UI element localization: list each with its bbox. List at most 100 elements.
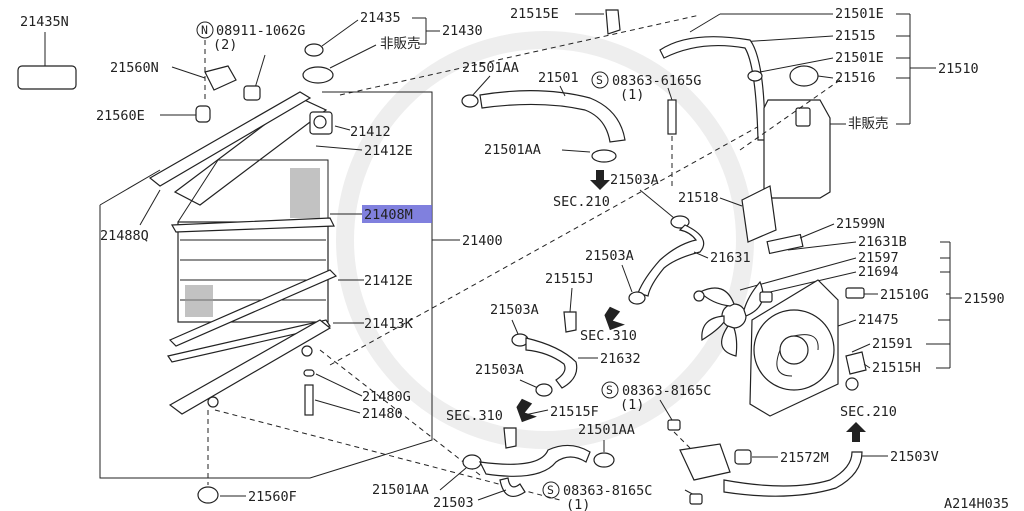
part-clamp-21501aa-c[interactable] [593, 452, 615, 468]
part-21572m-pipe[interactable] [679, 443, 731, 481]
label-21501e-top[interactable]: 21501E [835, 6, 884, 22]
label-21632[interactable]: 21632 [600, 351, 641, 367]
part-08363-6165g-bolt[interactable] [667, 99, 677, 135]
label-08363-8165c-b[interactable]: 08363-8165C [563, 483, 652, 499]
part-21515e-clip[interactable] [605, 9, 621, 35]
label-21515f[interactable]: 21515F [550, 404, 599, 420]
part-21413k-seal[interactable] [167, 319, 331, 363]
part-21560f-mount[interactable] [197, 486, 219, 504]
part-clamp-21501aa-a[interactable] [461, 94, 479, 108]
label-21560n[interactable]: 21560N [110, 60, 159, 76]
part-clamp-21503a-d[interactable] [535, 383, 553, 397]
label-21591[interactable]: 21591 [872, 336, 913, 352]
part-08363-8165c-bolt-a[interactable] [667, 419, 681, 431]
label-21408m[interactable]: 21408M [364, 207, 413, 223]
part-21488q-seal[interactable] [148, 91, 312, 187]
part-fan-motor-21591[interactable] [779, 335, 809, 365]
part-21515f-clip[interactable] [503, 427, 517, 449]
label-21475[interactable]: 21475 [858, 312, 899, 328]
part-08363-8165c-bolt-b[interactable] [689, 493, 703, 505]
label-21430[interactable]: 21430 [442, 23, 483, 39]
label-21572m[interactable]: 21572M [780, 450, 829, 466]
label-21412e-bottom[interactable]: 21412E [364, 273, 413, 289]
label-sec210-b[interactable]: SEC.210 [840, 404, 897, 420]
label-21694[interactable]: 21694 [858, 264, 899, 280]
label-21503a-d[interactable]: 21503A [475, 362, 524, 378]
part-radiator-cap[interactable] [302, 66, 334, 84]
part-08911-bolt[interactable] [243, 85, 261, 101]
label-21597[interactable]: 21597 [858, 250, 899, 266]
part-lower-tank[interactable] [168, 319, 332, 415]
part-reservoir-tank[interactable] [763, 99, 831, 199]
label-21590[interactable]: 21590 [964, 291, 1005, 307]
part-clamp-21501aa-b[interactable] [591, 149, 617, 163]
label-21503v[interactable]: 21503V [890, 449, 939, 465]
part-lower-hose-21503[interactable] [478, 444, 591, 477]
part-21560e-mount[interactable] [195, 105, 211, 123]
label-21413k[interactable]: 21413K [364, 316, 414, 332]
label-21560f[interactable]: 21560F [248, 489, 297, 505]
part-21599n-strip[interactable] [766, 233, 804, 255]
label-21503a-b[interactable]: 21503A [585, 248, 634, 264]
label-08911[interactable]: 08911-1062G [216, 23, 305, 39]
label-21631b[interactable]: 21631B [858, 234, 907, 250]
label-21480g[interactable]: 21480G [362, 389, 411, 405]
part-21408m-seal[interactable] [170, 217, 335, 233]
part-21694-nut[interactable] [759, 291, 773, 303]
svg-text:S: S [606, 383, 613, 397]
label-sec310-b[interactable]: SEC.310 [446, 408, 503, 424]
part-21435-seal[interactable] [304, 43, 324, 57]
label-21501aa-a[interactable]: 21501AA [462, 60, 519, 76]
label-21435n[interactable]: 21435N [20, 14, 69, 30]
part-21435n-plate[interactable] [17, 65, 77, 90]
label-21480[interactable]: 21480 [362, 406, 403, 422]
label-21510[interactable]: 21510 [938, 61, 979, 77]
label-21488q[interactable]: 21488Q [100, 228, 149, 244]
part-fan-21597[interactable] [721, 303, 747, 329]
label-21400[interactable]: 21400 [462, 233, 503, 249]
part-reservoir-cap-21516[interactable] [789, 65, 819, 87]
part-21560n-bracket[interactable] [204, 65, 237, 91]
label-21503a-c[interactable]: 21503A [490, 302, 539, 318]
label-21435[interactable]: 21435 [360, 10, 401, 26]
part-clamp-21501e[interactable] [747, 70, 763, 82]
label-21515h[interactable]: 21515H [872, 360, 921, 376]
label-21501aa-c[interactable]: 21501AA [578, 422, 635, 438]
label-21412[interactable]: 21412 [350, 124, 391, 140]
label-21515[interactable]: 21515 [835, 28, 876, 44]
label-21599n[interactable]: 21599N [836, 216, 885, 232]
part-hose-21631[interactable] [637, 224, 705, 297]
part-21480g-washer[interactable] [303, 369, 315, 377]
label-21503[interactable]: 21503 [433, 495, 474, 511]
part-reservoir-hose-21515[interactable] [659, 36, 766, 141]
label-21503a-a[interactable]: 21503A [610, 172, 659, 188]
part-21515j-clip[interactable] [563, 311, 577, 333]
part-21412e-lower-seal[interactable] [168, 269, 338, 347]
part-hose-21632[interactable] [525, 337, 578, 389]
label-21501aa-d[interactable]: 21501AA [372, 482, 429, 498]
label-21631[interactable]: 21631 [710, 250, 751, 266]
label-sec210-a[interactable]: SEC.210 [553, 194, 610, 210]
label-21515e[interactable]: 21515E [510, 6, 559, 22]
label-21501aa-b[interactable]: 21501AA [484, 142, 541, 158]
label-08363-6165g[interactable]: 08363-6165G [612, 73, 701, 89]
part-hose-21503v[interactable] [723, 451, 863, 497]
label-21516[interactable]: 21516 [835, 70, 876, 86]
part-21515h-clip[interactable] [845, 351, 867, 375]
label-21501[interactable]: 21501 [538, 70, 579, 86]
part-upper-hose-21501[interactable] [479, 90, 626, 143]
part-clamp-21501aa-d[interactable] [462, 454, 482, 470]
label-sec310-a[interactable]: SEC.310 [580, 328, 637, 344]
part-clamp-21503a-b[interactable] [628, 291, 646, 305]
label-21518[interactable]: 21518 [678, 190, 719, 206]
part-21518-bracket[interactable] [741, 185, 777, 243]
label-21510g[interactable]: 21510G [880, 287, 929, 303]
label-21501e-mid[interactable]: 21501E [835, 50, 884, 66]
label-21560e[interactable]: 21560E [96, 108, 145, 124]
label-08363-8165c-a[interactable]: 08363-8165C [622, 383, 711, 399]
label-21515j[interactable]: 21515J [545, 271, 594, 287]
part-21510g-bolt[interactable] [845, 287, 865, 299]
part-21480-plug[interactable] [304, 384, 314, 416]
s-marker-icon-a [591, 71, 609, 89]
label-21412e-top[interactable]: 21412E [364, 143, 413, 159]
